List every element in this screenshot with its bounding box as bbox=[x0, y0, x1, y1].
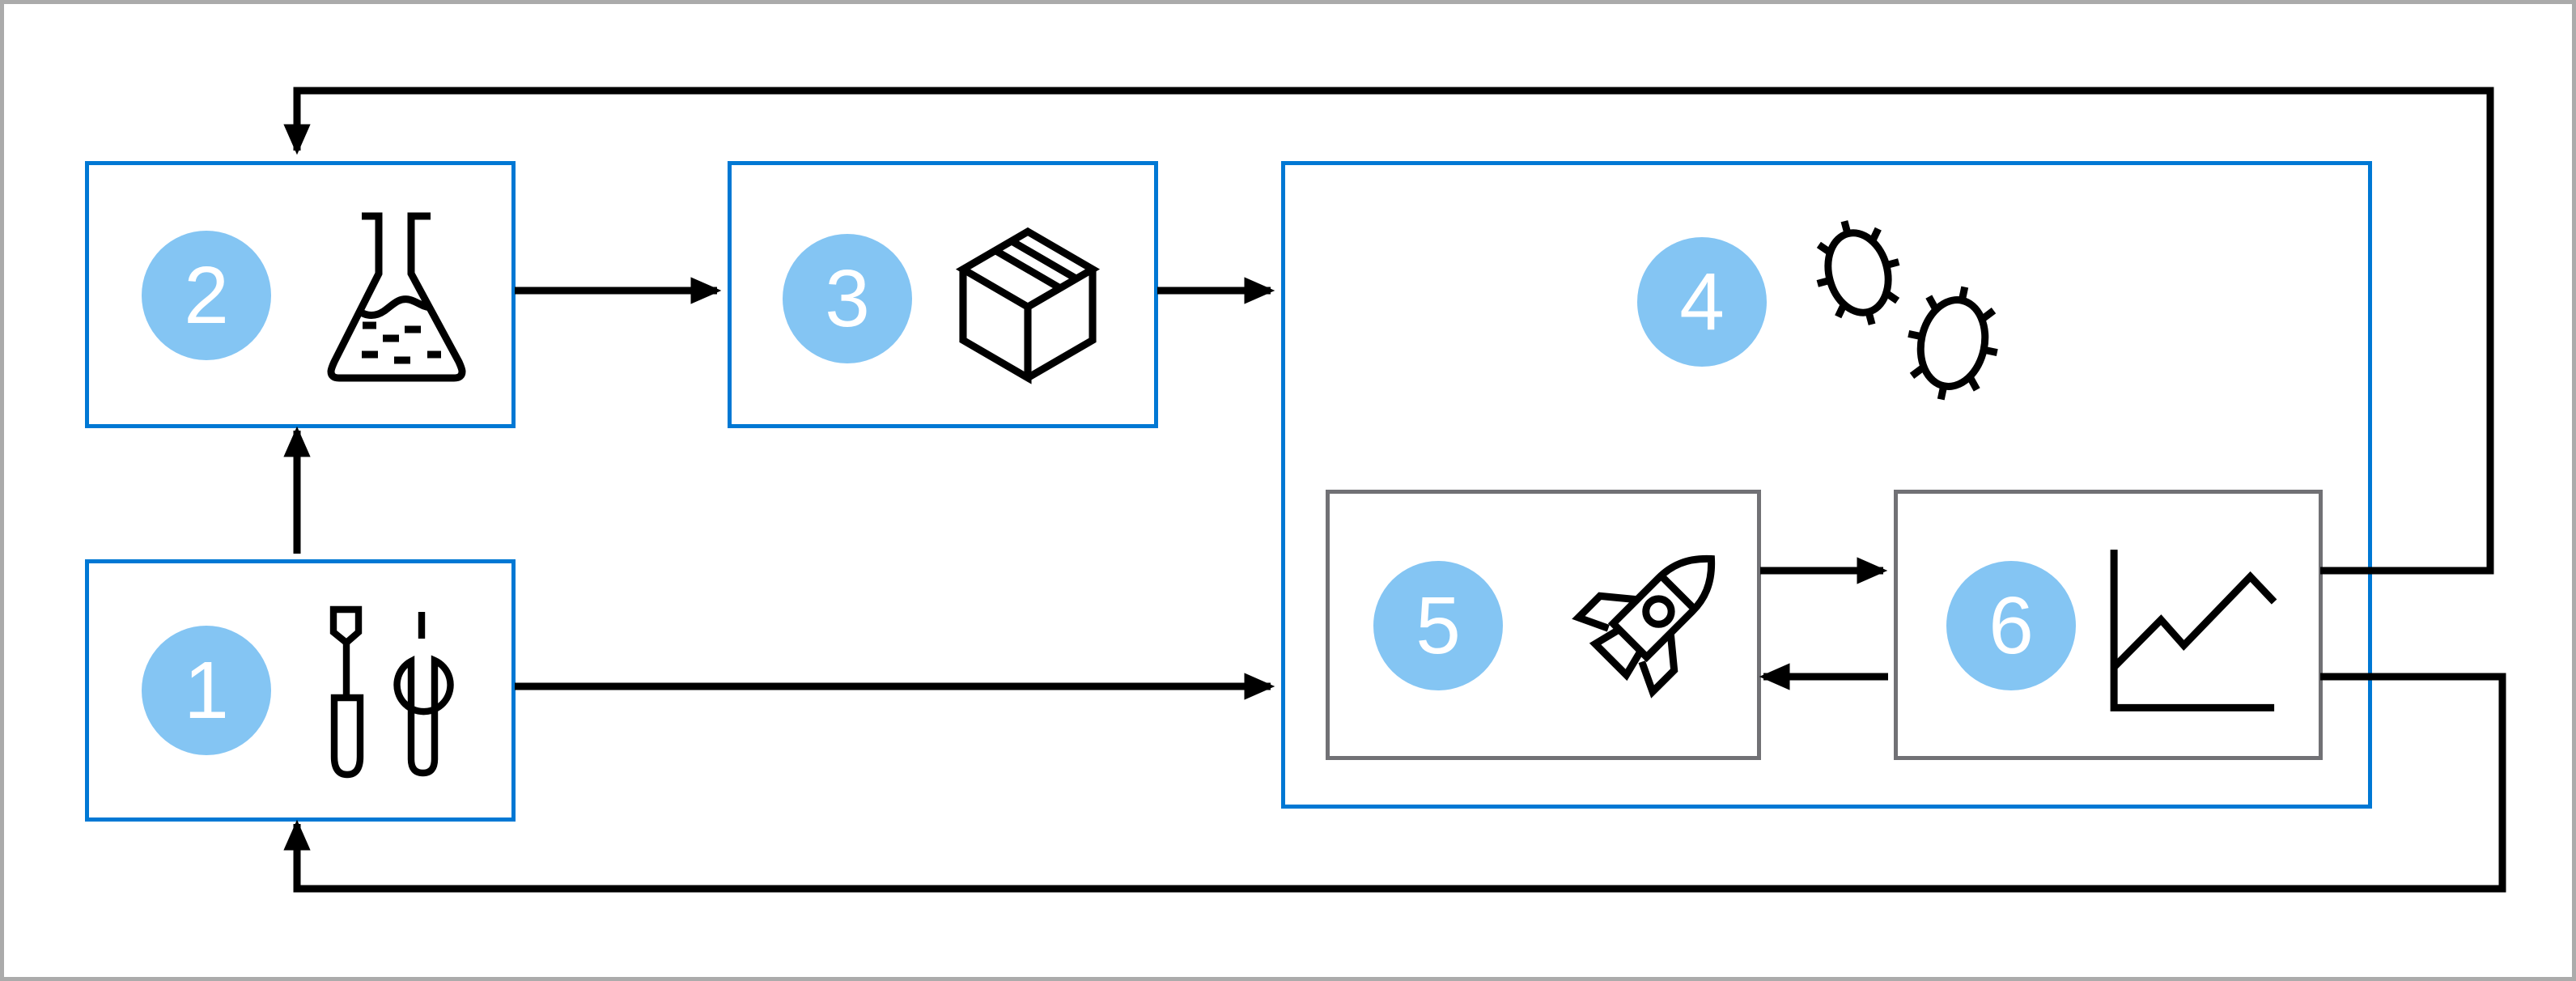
step-badge-6: 6 bbox=[1946, 561, 2076, 690]
step-badge-4: 4 bbox=[1637, 237, 1767, 367]
tools-icon bbox=[329, 605, 454, 779]
step-number-1: 1 bbox=[184, 645, 229, 736]
line-chart-icon bbox=[2110, 550, 2277, 711]
step-number-2: 2 bbox=[184, 250, 229, 341]
virus-1 bbox=[1816, 220, 1900, 325]
step-badge-2: 2 bbox=[142, 231, 271, 360]
rocket-icon bbox=[1572, 554, 1716, 699]
step-box-4: 4 5 bbox=[1281, 161, 2372, 809]
step-number-5: 5 bbox=[1415, 580, 1461, 671]
step-number-4: 4 bbox=[1679, 257, 1725, 347]
step-number-3: 3 bbox=[825, 253, 870, 344]
step-box-6: 6 bbox=[1894, 490, 2323, 760]
step-box-3: 3 bbox=[728, 161, 1158, 428]
package-icon bbox=[955, 227, 1101, 384]
step-box-1: 1 bbox=[85, 559, 516, 822]
virus-2 bbox=[1908, 286, 1998, 401]
step-box-2: 2 bbox=[85, 161, 516, 428]
step-number-6: 6 bbox=[1988, 580, 2034, 671]
flask-icon bbox=[327, 212, 466, 382]
step-badge-3: 3 bbox=[783, 234, 912, 363]
step-box-5: 5 bbox=[1326, 490, 1761, 760]
step-badge-1: 1 bbox=[142, 626, 271, 755]
virus-icon bbox=[1816, 220, 1998, 401]
step-badge-5: 5 bbox=[1373, 561, 1503, 690]
